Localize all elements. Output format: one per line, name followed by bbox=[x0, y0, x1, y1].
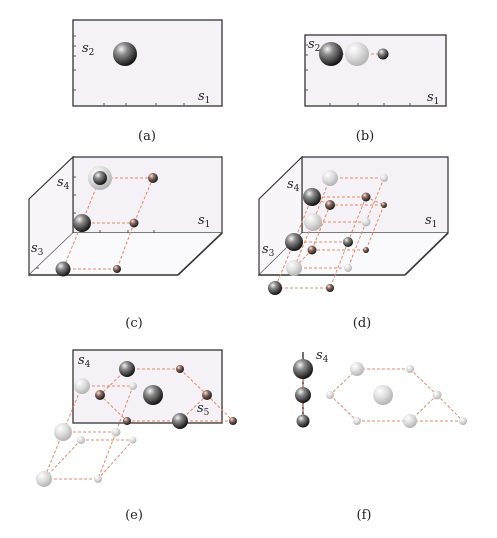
sphere-dark bbox=[55, 261, 71, 277]
sphere-large-dark bbox=[113, 42, 137, 66]
sphere-dark bbox=[285, 233, 303, 251]
panel-d-floor bbox=[259, 233, 448, 275]
panel-c-right-edge bbox=[177, 232, 223, 276]
panel-d-right-edge bbox=[404, 232, 449, 276]
sphere-dark-large bbox=[143, 385, 163, 405]
panel-b-caption: (b) bbox=[356, 129, 374, 144]
sphere-light-small bbox=[111, 427, 121, 437]
sphere-dark bbox=[296, 414, 310, 428]
sphere-small bbox=[229, 417, 237, 425]
sphere-small bbox=[113, 265, 121, 273]
panel-f-label-s4: s4 bbox=[316, 348, 329, 365]
sphere-light-small bbox=[459, 417, 467, 425]
sphere-dark-large bbox=[293, 359, 313, 379]
panel-d: s4 s3 s1 (d) bbox=[258, 155, 449, 331]
sphere-light-small bbox=[129, 382, 137, 390]
sphere-small bbox=[381, 202, 387, 208]
sphere-light bbox=[304, 213, 322, 231]
sphere-light-small bbox=[361, 217, 371, 227]
panel-a-caption: (a) bbox=[138, 129, 156, 144]
panel-c-ticks bbox=[36, 176, 155, 269]
sphere-large-light bbox=[345, 42, 369, 66]
sphere-light-small bbox=[344, 264, 352, 272]
sphere-light-small bbox=[129, 436, 137, 444]
sphere-light-small bbox=[432, 390, 442, 400]
sphere-dark-small bbox=[343, 237, 353, 247]
sphere-large-dark bbox=[319, 42, 343, 66]
sphere-dark bbox=[268, 281, 282, 295]
sphere-light bbox=[54, 423, 72, 441]
sphere-dark bbox=[93, 171, 107, 185]
panel-c-floor bbox=[29, 233, 222, 275]
sphere-light bbox=[36, 471, 52, 487]
sphere-small bbox=[202, 390, 212, 400]
sphere-light-small bbox=[406, 365, 414, 373]
sphere-small bbox=[129, 218, 139, 228]
sphere-dark bbox=[172, 413, 188, 429]
sphere-small bbox=[123, 417, 131, 425]
sphere-light bbox=[322, 170, 338, 186]
sphere-dark bbox=[73, 214, 91, 232]
sphere-small-dark bbox=[377, 48, 389, 60]
sphere-dark bbox=[119, 361, 135, 377]
sphere-small bbox=[326, 284, 334, 292]
panel-b-ticks bbox=[305, 44, 411, 106]
panel-e-links bbox=[43, 368, 234, 480]
panel-f-caption: (f) bbox=[357, 508, 372, 523]
sphere-small bbox=[95, 390, 105, 400]
sphere-small bbox=[361, 192, 371, 202]
sphere-dark bbox=[303, 188, 321, 206]
panel-e: s4 s5 (e) bbox=[36, 349, 237, 523]
sphere-light-small bbox=[94, 475, 102, 483]
sphere-light bbox=[350, 362, 364, 376]
sphere-small bbox=[363, 247, 369, 253]
sphere-light-small bbox=[326, 391, 334, 399]
panel-d-caption: (d) bbox=[353, 316, 371, 331]
sphere-light-large bbox=[373, 385, 393, 405]
sphere-light-small bbox=[77, 436, 85, 444]
panel-c-caption: (c) bbox=[125, 316, 142, 331]
panel-c: s4 s1 s3 (c) bbox=[28, 155, 223, 331]
sphere-light bbox=[286, 260, 302, 276]
sphere-light-small bbox=[380, 174, 388, 182]
sphere-light bbox=[74, 378, 90, 394]
panel-f: s4 (f) bbox=[293, 348, 467, 523]
panel-a: s2 s1 (a) bbox=[72, 19, 223, 144]
sphere-small bbox=[148, 173, 158, 183]
sphere-light-small bbox=[353, 417, 361, 425]
panel-a-ticks bbox=[73, 35, 185, 106]
sphere-small bbox=[176, 365, 184, 373]
sphere-light bbox=[403, 414, 417, 428]
sphere-small bbox=[307, 245, 317, 255]
panel-e-caption: (e) bbox=[125, 508, 143, 523]
panel-a-frame bbox=[72, 19, 223, 107]
sphere-dark bbox=[295, 387, 311, 403]
panel-b: s2 s1 (b) bbox=[304, 34, 447, 144]
sphere-small bbox=[325, 200, 335, 210]
